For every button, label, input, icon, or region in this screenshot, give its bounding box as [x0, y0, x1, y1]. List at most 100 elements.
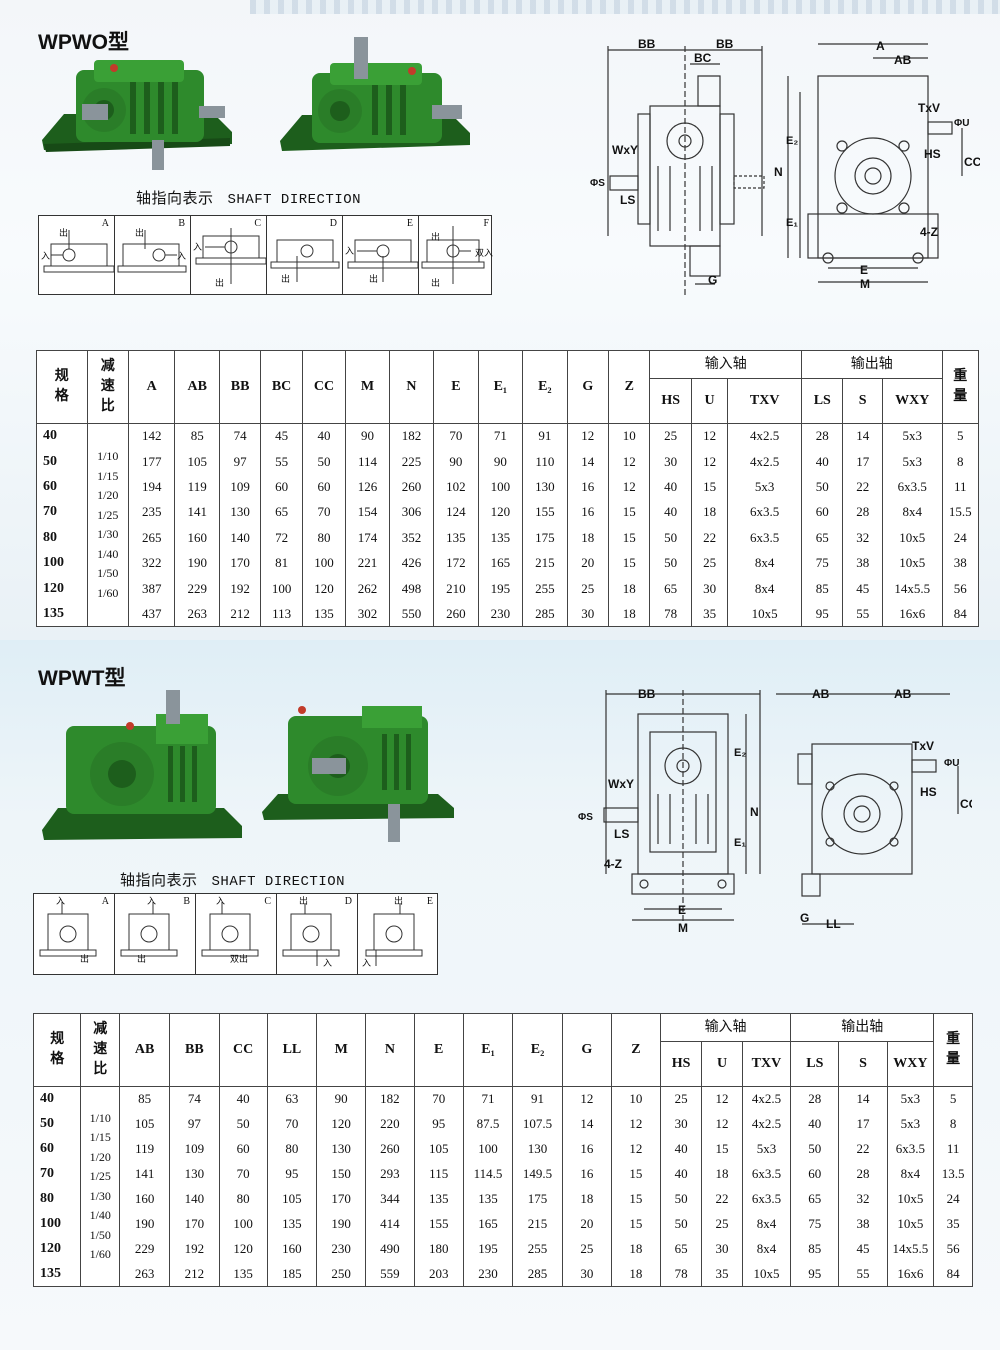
table-cell: 35 — [690, 601, 729, 628]
table-cell: 250 — [316, 1261, 367, 1287]
table-cell: 60 — [218, 1136, 268, 1162]
table-cell: 8x4 — [741, 1236, 792, 1262]
table-cell: 4x2.5 — [741, 1111, 792, 1137]
direction-icon — [270, 239, 340, 282]
table-cell: 265 — [127, 525, 176, 551]
column-header: 规格 — [36, 350, 88, 424]
table-cell: 6x3.5 — [741, 1161, 792, 1187]
table-cell: 115 — [413, 1161, 464, 1187]
table-cell: 154 — [345, 499, 390, 526]
table-cell: 56 — [933, 1236, 973, 1262]
column-header: TXV — [741, 1041, 792, 1087]
direction-icon — [282, 904, 340, 966]
table-cell: 95 — [790, 1261, 840, 1287]
table-cell: 74 — [218, 422, 262, 449]
table-cell: 182 — [388, 422, 435, 449]
svg-text:TxV: TxV — [918, 101, 940, 115]
table-cell: 141 — [119, 1161, 171, 1187]
spec-size-cell: 70 — [36, 499, 88, 526]
svg-text:G: G — [708, 273, 717, 287]
table-cell: 8x4 — [727, 550, 803, 576]
svg-text:HS: HS — [924, 147, 941, 161]
table-cell: 45 — [838, 1236, 888, 1262]
table-cell: 105 — [413, 1136, 464, 1162]
column-header: N — [365, 1013, 415, 1087]
direction-icon — [201, 902, 259, 957]
table-cell: 90 — [433, 448, 479, 475]
table-cell: 15.5 — [941, 499, 980, 526]
svg-text:CC: CC — [960, 797, 972, 811]
table-cell: 105 — [174, 448, 220, 475]
table-cell: 60 — [301, 474, 347, 500]
table-cell: 25 — [566, 575, 610, 602]
wpwt-gearbox-photo-1 — [42, 690, 242, 840]
column-header: N — [388, 350, 435, 424]
table-cell: 50 — [301, 448, 347, 475]
table-cell: 87.5 — [462, 1111, 514, 1137]
table-cell: 212 — [218, 601, 262, 628]
table-cell: 18 — [701, 1161, 743, 1187]
table-cell: 185 — [266, 1261, 318, 1287]
table-cell: 262 — [345, 575, 390, 602]
table-cell: 550 — [388, 601, 435, 628]
table-cell: 6x3.5 — [727, 525, 803, 551]
table-cell: 84 — [933, 1261, 973, 1287]
table-cell: 230 — [462, 1261, 514, 1287]
column-header: TXV — [727, 378, 803, 424]
svg-text:A: A — [876, 39, 885, 53]
svg-text:LS: LS — [614, 827, 629, 841]
column-header: 重量 — [933, 1013, 973, 1087]
table-cell: 65 — [801, 525, 844, 551]
table-cell: 135 — [301, 601, 347, 628]
table-cell: 12 — [561, 1086, 612, 1112]
table-cell: 74 — [169, 1086, 220, 1112]
column-header: CC — [218, 1013, 268, 1087]
table-cell: 100 — [301, 550, 347, 576]
table-cell: 5x3 — [886, 1086, 935, 1112]
wpwt-dimension-drawing: BB AB AB TxV ΦU HS CC WxY ΦS LS N E₂ E₁ … — [578, 687, 972, 934]
table-cell: 30 — [561, 1261, 612, 1287]
wpwo-direction-a: A 出 入 — [39, 216, 115, 294]
table-cell: 255 — [522, 575, 568, 602]
table-cell: 18 — [690, 499, 729, 526]
table-cell: 160 — [174, 525, 220, 551]
svg-text:4-Z: 4-Z — [920, 225, 938, 239]
table-cell: 85 — [790, 1236, 840, 1262]
table-cell: 14 — [561, 1111, 612, 1137]
table-cell: 18 — [610, 1261, 661, 1287]
column-header: CC — [301, 350, 347, 424]
table-cell: 63 — [266, 1086, 318, 1112]
column-header: BC — [260, 350, 303, 424]
svg-text:BB: BB — [716, 37, 734, 51]
table-cell: 10 — [608, 422, 651, 449]
table-cell: 65 — [649, 575, 692, 602]
ratio-value: 1/15 — [97, 468, 119, 483]
wpwt-gearbox-photo-2 — [262, 706, 454, 842]
wpwo-shaft-direction-strip: A 出 入 B 出 入 C 入 出 D 出 E 入 出 F 出 双入 出 — [38, 215, 493, 295]
table-cell: 55 — [260, 448, 303, 475]
spec-size-cell: 40 — [36, 422, 88, 449]
svg-text:ΦS: ΦS — [578, 812, 593, 823]
direction-icon — [117, 230, 187, 273]
svg-text:AB: AB — [894, 53, 912, 67]
table-cell: 5 — [941, 422, 980, 449]
table-cell: 22 — [838, 1136, 888, 1162]
table-cell: 12 — [610, 1111, 661, 1137]
table-cell: 85 — [119, 1086, 171, 1112]
column-header: E₁ — [462, 1013, 514, 1087]
column-header: 重量 — [941, 350, 980, 424]
ratio-value: 1/50 — [97, 566, 119, 581]
table-cell: 155 — [413, 1211, 464, 1237]
table-cell: 30 — [659, 1111, 703, 1137]
spec-size-cell: 50 — [36, 448, 88, 475]
ratio-value: 1/60 — [97, 585, 119, 600]
column-header: E₂ — [522, 350, 568, 424]
svg-text:ΦU: ΦU — [944, 758, 959, 769]
table-cell: 135 — [218, 1261, 268, 1287]
table-cell: 14 — [842, 422, 883, 449]
column-header: E — [433, 350, 479, 424]
wpwo-direction-d: D 出 — [267, 216, 343, 294]
